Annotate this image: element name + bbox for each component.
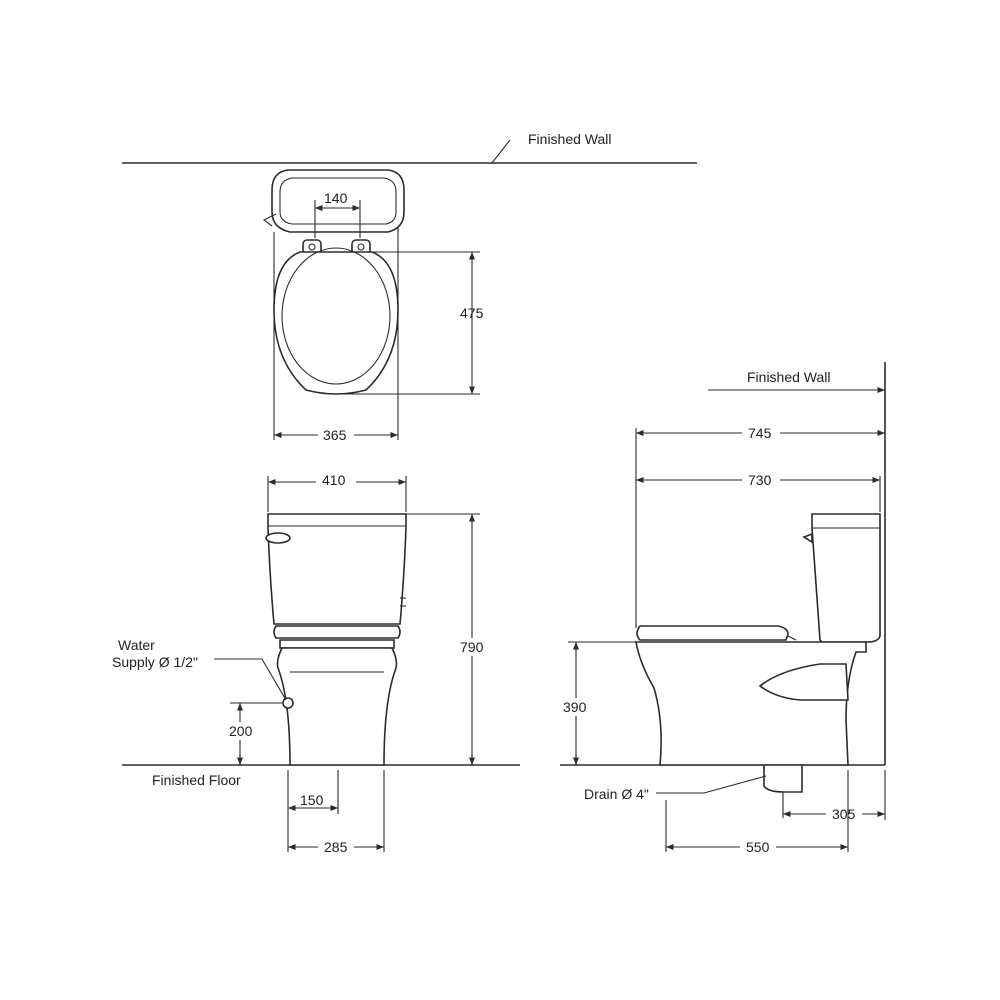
dim-label-410: 410: [322, 472, 346, 488]
dim-gap-790: [455, 638, 491, 656]
bowl-front-outline: [276, 647, 398, 766]
drain-label: Drain Ø 4": [584, 786, 649, 802]
finished-wall-leader-top: [491, 139, 511, 164]
front-view: Finished Floor Water Supply Ø 1/2" 410 7…: [112, 472, 520, 856]
dim-gap-365: [318, 425, 354, 443]
drain-pipe: [763, 764, 803, 793]
water-supply-leader: [214, 658, 287, 701]
dim-gap-200: [226, 722, 258, 740]
water-supply-valve: [282, 697, 294, 709]
dim-gap-305: [826, 805, 862, 823]
dim-gap-730: [742, 470, 780, 488]
dim-gap-390: [560, 698, 596, 716]
dim-label-285: 285: [324, 839, 348, 855]
drain-leader: [656, 775, 767, 794]
tank-lid-inner: [279, 177, 397, 225]
tank-handle-top: [262, 213, 277, 227]
hinge-right-bolt: [357, 243, 365, 251]
hinge-left-bolt: [308, 243, 316, 251]
seat-rim-front: [279, 639, 395, 649]
dim-gap-285: [318, 838, 354, 856]
water-supply-label-1: Water: [118, 637, 155, 653]
dim-label-140: 140: [324, 190, 348, 206]
dim-label-365: 365: [323, 427, 347, 443]
flush-lever-side: [802, 532, 813, 544]
dim-label-745: 745: [748, 425, 772, 441]
water-supply-label-2: Supply Ø 1/2": [112, 654, 198, 670]
finished-wall-label-top: Finished Wall: [528, 131, 612, 147]
seat-hinge-side: [787, 635, 797, 641]
flush-lever-front: [265, 532, 291, 544]
top-view: Finished Wall 140 475 365: [122, 131, 697, 443]
bowl-side-outline: [635, 641, 867, 766]
seat-side: [636, 625, 789, 641]
seat-outline-top: [273, 251, 399, 395]
dim-label-305: 305: [832, 806, 856, 822]
dim-label-790: 790: [460, 639, 484, 655]
seat-lid-inner: [281, 247, 391, 385]
trapway-side: [758, 663, 849, 701]
dim-label-390: 390: [563, 699, 587, 715]
dim-label-200: 200: [229, 723, 253, 739]
tank-front-outline: [267, 513, 407, 625]
seat-front: [273, 625, 401, 639]
dim-label-150: 150: [300, 792, 324, 808]
dim-label-475: 475: [460, 305, 484, 321]
finished-floor-label: Finished Floor: [152, 772, 241, 788]
dim-label-730: 730: [748, 472, 772, 488]
side-view: Finished Wall Drain Ø 4" 745 730 390: [560, 362, 886, 856]
tank-top-outline: [271, 169, 405, 233]
dim-gap-410: [316, 472, 356, 490]
finished-wall-label-side: Finished Wall: [747, 369, 831, 385]
dim-gap-550: [740, 838, 776, 856]
tank-side-outline: [811, 513, 881, 643]
dim-gap-745: [742, 423, 780, 441]
dim-label-550: 550: [746, 839, 770, 855]
